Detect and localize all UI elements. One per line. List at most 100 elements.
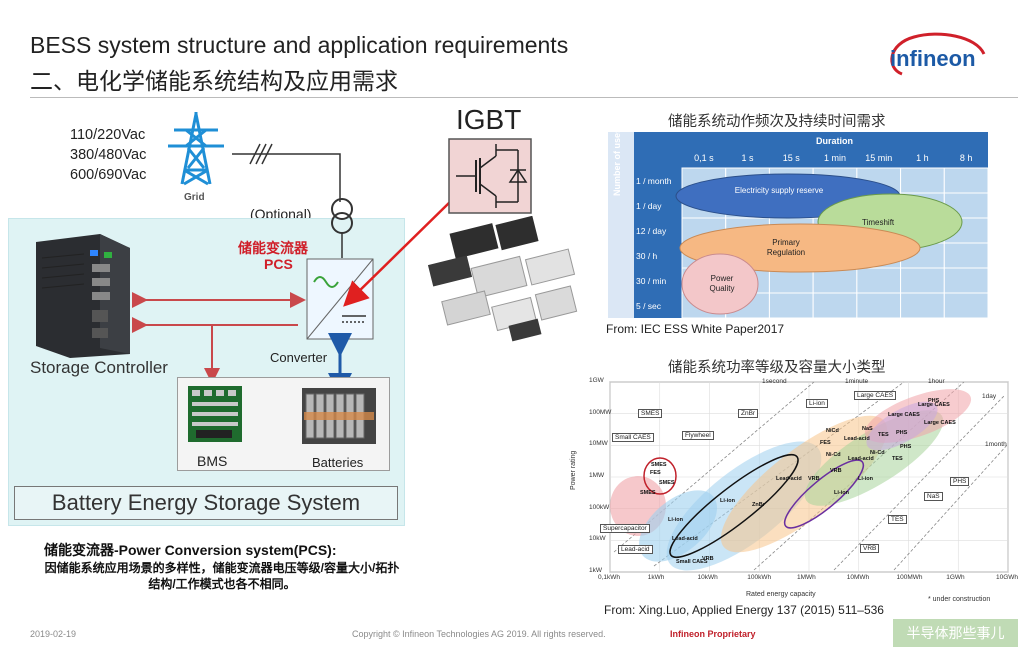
technology-callout: NaS: [924, 492, 943, 501]
technology-callout: ZnBr: [738, 409, 759, 418]
frequency-row-label: 1 / day: [636, 200, 662, 211]
technology-point-label: VRB: [830, 468, 842, 474]
converter-label: Converter: [270, 350, 328, 365]
technology-point-label: PHS: [928, 398, 940, 404]
y-axis-label-uses: Number of uses: [612, 127, 622, 196]
duration-column-label: 0,1 s: [694, 153, 714, 163]
technology-point-label: TES: [892, 456, 903, 462]
bms-board-image: [188, 386, 242, 442]
region-label-timeshift: Timeshift: [862, 218, 895, 227]
page-title-en: BESS system structure and application re…: [30, 32, 569, 58]
technology-point-label: Ni-Cd: [826, 452, 841, 458]
technology-callout: Lead-acid: [618, 545, 653, 554]
page-title-cn: 二、电化学储能系统结构及应用需求: [30, 68, 398, 94]
power-tower-icon: [168, 112, 224, 186]
technology-point-label: VRB: [808, 476, 820, 482]
igbt-modules-image: [427, 216, 578, 342]
technology-point-label: Lead-acid: [848, 456, 874, 462]
y-axis-label: Power rating: [570, 450, 577, 490]
watermark: 半导体那些事儿: [893, 619, 1018, 647]
bess-system-label: Battery Energy Storage System: [14, 486, 398, 520]
y-tick-label: 100MW: [589, 408, 612, 416]
pcs-label-cn: 储能变流器: [238, 240, 308, 256]
technology-point-label: VRB: [702, 556, 714, 562]
batteries-image: [302, 388, 376, 444]
y-tick-label: 1kW: [589, 567, 602, 574]
duration-header: Duration: [816, 136, 853, 146]
time-line-label: 1second: [762, 378, 787, 385]
region-label-primary: Primary Regulation: [766, 238, 806, 257]
technology-point-label: Large CAES: [888, 412, 920, 418]
technology-point-label: ZnBr: [752, 502, 765, 508]
chart2-ragone-plot: [609, 381, 1009, 573]
technology-point-label: Li-ion: [858, 476, 873, 482]
chart1-title: 储能系统动作频次及持续时间需求: [668, 114, 886, 130]
y-tick-label: 10kW: [589, 535, 606, 543]
technology-point-label: Lead-acid: [672, 536, 698, 542]
chart2-source: From: Xing.Luo, Applied Energy 137 (2015…: [604, 603, 884, 617]
technology-callout: SMES: [638, 409, 663, 418]
x-tick-label: 10kWh: [697, 574, 718, 581]
technology-point-label: NiCd: [826, 428, 839, 434]
x-tick-label: 10GWh: [996, 574, 1019, 581]
y-tick-label: 100kW: [589, 503, 610, 511]
region-label-supply: Electricity supply reserve: [734, 186, 824, 195]
x-tick-label: 1GWh: [946, 574, 965, 581]
technology-callout: Supercapacitor: [600, 524, 650, 533]
y-tick-label: 1GW: [589, 377, 604, 384]
duration-column-label: 1 h: [916, 153, 929, 163]
transformer-icon: [331, 198, 353, 258]
pcs-description-body: 因储能系统应用场景的多样性，储能变流器电压等级/容量大小/拓扑结构/工作模式也各…: [44, 561, 400, 591]
region-power-quality: [681, 253, 759, 315]
technology-point-label: Li-ion: [720, 498, 735, 504]
technology-point-label: FES: [650, 470, 661, 476]
time-line-label: 1hour: [928, 378, 945, 385]
duration-column-label: 15 s: [782, 153, 800, 163]
technology-point-label: SMES: [659, 480, 675, 486]
technology-point-label: Li-ion: [668, 517, 683, 523]
technology-callout: Small CAES: [612, 433, 654, 442]
infineon-logo: infineon: [890, 32, 986, 76]
technology-callout: PHS: [950, 477, 970, 486]
igbt-title: IGBT: [456, 104, 522, 135]
technology-point-label: SMES: [640, 490, 656, 496]
x-tick-label: 100kWh: [747, 574, 772, 581]
technology-callout: Li-ion: [806, 399, 828, 408]
x-tick-label: 10MWh: [846, 574, 870, 581]
x-tick-label: 100MWh: [896, 574, 923, 581]
y-tick-label: 10MW: [589, 440, 608, 448]
frequency-row-label: 1 / month: [636, 175, 672, 186]
technology-callout: Large CAES: [854, 391, 897, 400]
time-line-label: 1month: [985, 441, 1007, 448]
technology-point-label: FES: [820, 440, 831, 446]
voltage-1: 110/220Vac: [70, 127, 146, 143]
footer-date: 2019-02-19: [30, 629, 77, 639]
chart2-title: 储能系统功率等级及容量大小类型: [668, 360, 886, 376]
technology-point-label: Li-ion: [834, 490, 849, 496]
time-line-label: 1day: [982, 393, 997, 400]
duration-column-label: 1 min: [823, 153, 846, 163]
x-tick-label: 1MWh: [797, 574, 816, 581]
technology-point-label: Small CAES: [676, 559, 708, 565]
voltage-3: 600/690Vac: [70, 167, 147, 183]
technology-point-label: PHS: [900, 444, 912, 450]
frequency-row-label: 5 / sec: [636, 300, 662, 311]
duration-column-label: 1 s: [741, 153, 754, 163]
igbt-symbol-icon: [448, 138, 532, 214]
grid-label: Grid: [184, 192, 205, 203]
technology-callout: TES: [888, 515, 907, 524]
chart1-duration-matrix: [608, 132, 988, 318]
logo-text: infineon: [890, 46, 976, 71]
grid-line: [232, 143, 341, 202]
technology-point-label: TES: [878, 432, 889, 438]
time-line-label: 1minute: [845, 378, 869, 385]
technology-point-label: Large CAES: [924, 420, 956, 426]
technology-point-label: Lead-acid: [776, 476, 802, 482]
frequency-row-label: 30 / min: [636, 275, 667, 286]
footer-copyright: Copyright © Infineon Technologies AG 201…: [352, 629, 606, 639]
x-axis-label: Rated energy capacity: [746, 591, 816, 598]
technology-point-label: Ni-Cd: [870, 450, 885, 456]
bms-label: BMS: [197, 453, 228, 469]
duration-column-label: 15 min: [865, 153, 893, 163]
frequency-row-label: 12 / day: [636, 225, 667, 236]
